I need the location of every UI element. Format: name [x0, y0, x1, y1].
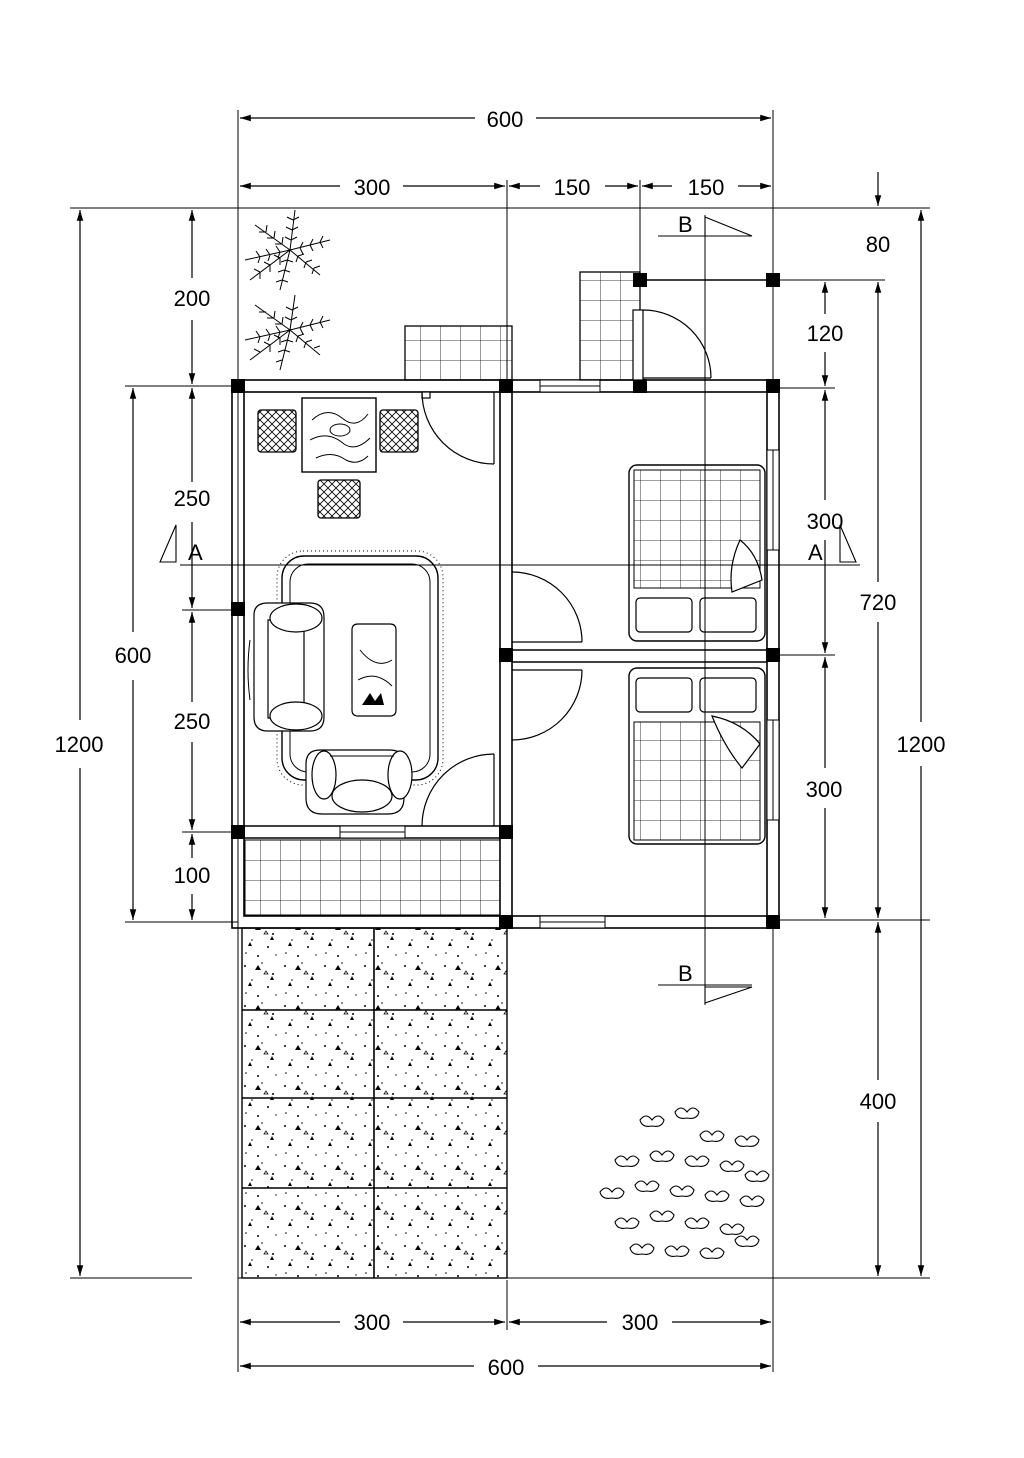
dim-bottom-total: 600: [488, 1355, 525, 1380]
dim-right-room1: 300: [807, 509, 844, 534]
armchair-icon: [305, 749, 413, 815]
paving-area: [241, 927, 508, 1279]
dim-right-total: 1200: [897, 732, 946, 757]
dim-left-upper: 250: [174, 486, 211, 511]
dim-left-lower: 250: [174, 709, 211, 734]
bed-icon: [628, 464, 766, 642]
section-b: B B: [658, 212, 753, 1005]
dim-left-inner: 600: [115, 643, 152, 668]
dining-table-icon: [301, 397, 377, 473]
bed-icon: [628, 667, 766, 845]
section-a-left-label: A: [188, 540, 203, 565]
dim-right-400: 400: [860, 1089, 897, 1114]
section-b-top-label: B: [678, 212, 693, 237]
structural-columns: [231, 273, 780, 929]
dim-bottom-right: 300: [622, 1310, 659, 1335]
dim-top-total: 600: [487, 107, 524, 132]
section-b-bottom-label: B: [678, 961, 693, 986]
dim-top-right: 150: [688, 175, 725, 200]
dim-left-garden: 200: [174, 286, 211, 311]
dim-right-720: 720: [860, 590, 897, 615]
dim-left-total: 1200: [55, 732, 104, 757]
dim-right-120: 120: [807, 321, 844, 346]
coffee-table-icon: [351, 623, 397, 717]
dim-top-left: 300: [354, 175, 391, 200]
palm-plant-icon: [244, 209, 331, 371]
dim-right-room2: 300: [806, 777, 843, 802]
dim-top-mid: 150: [554, 175, 591, 200]
shrub-icon: [599, 1107, 770, 1259]
terrace-tiles: [244, 839, 501, 916]
dim-left-terrace: 100: [174, 863, 211, 888]
dim-right-80: 80: [866, 232, 890, 257]
dim-bottom-left: 300: [354, 1310, 391, 1335]
porch-right: [579, 271, 773, 381]
porch-left: [404, 325, 513, 381]
section-a: A A: [159, 524, 860, 566]
doors: [421, 309, 712, 827]
sofa-icon: [247, 602, 325, 732]
dining-chair-icon: [257, 409, 419, 519]
section-a-right-label: A: [808, 540, 823, 565]
